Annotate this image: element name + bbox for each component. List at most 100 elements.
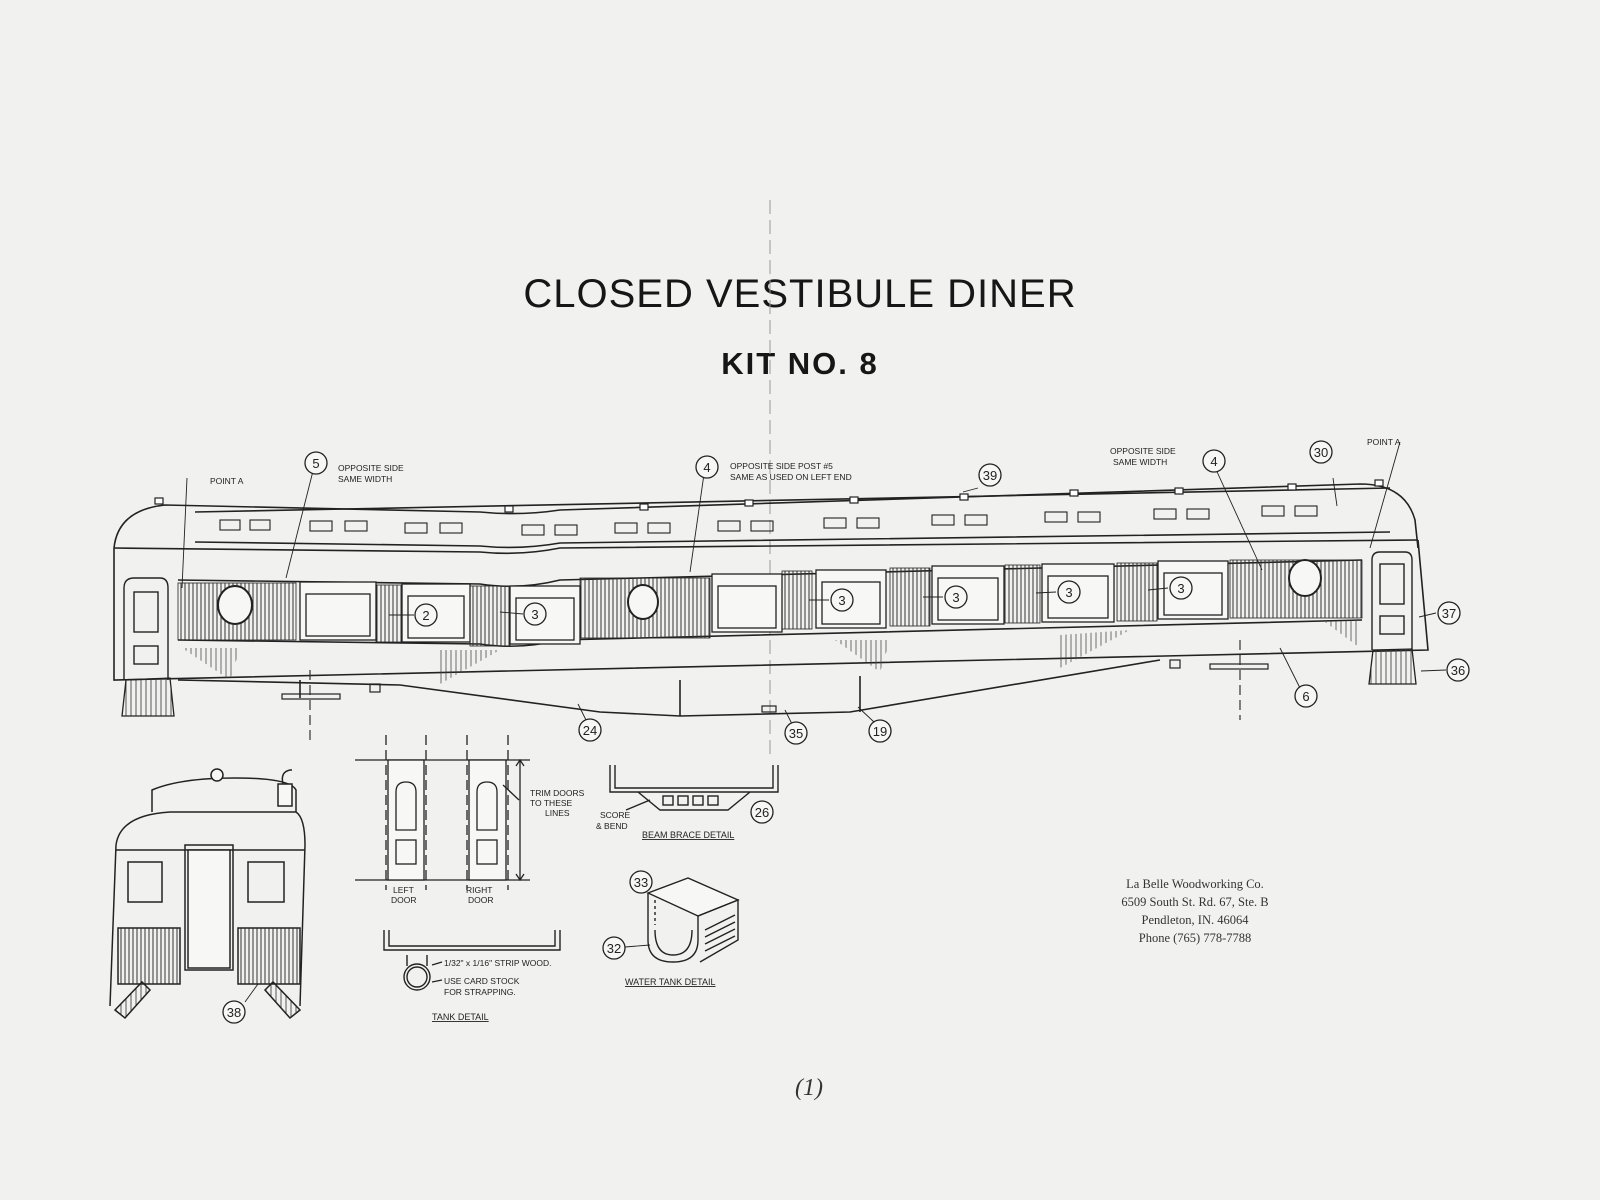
page-number: (1) <box>795 1075 823 1101</box>
callout-2: 2 <box>414 603 438 627</box>
note-5-line1: OPPOSITE SIDE <box>338 463 404 473</box>
vestibule-steps <box>121 648 1417 717</box>
company-phone: Phone (765) 778-7788 <box>1138 931 1252 945</box>
underbody-hatching <box>182 620 1360 684</box>
callout-5: 5 <box>304 451 328 475</box>
door-trim-detail <box>355 735 530 890</box>
left-door-label-2: DOOR <box>391 895 417 905</box>
svg-text:3: 3 <box>838 593 845 608</box>
note-4-center-line1: OPPOSITE SIDE POST #5 <box>730 461 833 471</box>
note-4-right-line1: OPPOSITE SIDE <box>1110 446 1176 456</box>
note-4-center-line2: SAME AS USED ON LEFT END <box>730 472 852 482</box>
callout-39: 39 <box>978 463 1002 487</box>
svg-text:4: 4 <box>1210 454 1217 469</box>
svg-text:39: 39 <box>983 468 997 483</box>
trim-note-2: TO THESE <box>530 798 573 808</box>
callout-3-a: 3 <box>523 602 547 626</box>
svg-text:19: 19 <box>873 724 887 739</box>
left-door-label-1: LEFT <box>393 885 414 895</box>
company-address-2: Pendleton, IN. 46064 <box>1141 913 1249 927</box>
tank-detail-labels: 1/32" x 1/16" STRIP WOOD. USE CARD STOCK… <box>432 958 551 1022</box>
note-4-right-line2: SAME WIDTH <box>1113 457 1167 467</box>
main-car-notes: POINT A POINT A OPPOSITE SIDE SAME WIDTH… <box>210 437 1401 486</box>
clerestory-windows <box>219 505 1318 536</box>
truck-center-lines <box>309 640 1241 744</box>
svg-text:3: 3 <box>1177 581 1184 596</box>
svg-text:3: 3 <box>531 607 538 622</box>
tank-detail-caption: TANK DETAIL <box>432 1012 489 1022</box>
callout-26: 26 <box>750 800 774 824</box>
svg-text:26: 26 <box>755 805 769 820</box>
vestibule-doors <box>123 551 1413 680</box>
water-tank-detail <box>646 877 740 963</box>
end-roof <box>115 811 306 846</box>
truss-rod <box>177 659 1161 717</box>
svg-text:32: 32 <box>607 941 621 956</box>
callout-3-e: 3 <box>1169 576 1193 600</box>
svg-text:4: 4 <box>703 460 710 475</box>
svg-text:3: 3 <box>1065 585 1072 600</box>
beam-brace-caption: BEAM BRACE DETAIL <box>642 830 734 840</box>
leader-lines <box>181 441 1447 725</box>
car-roof <box>113 483 1419 549</box>
side-windows <box>299 560 1229 645</box>
roof-vents <box>154 479 1384 513</box>
company-info: La Belle Woodworking Co. 6509 South St. … <box>1085 875 1305 947</box>
callout-3-b: 3 <box>830 588 854 612</box>
callout-32: 32 <box>602 936 651 960</box>
svg-text:37: 37 <box>1442 606 1456 621</box>
callout-30: 30 <box>1309 440 1333 464</box>
score-label-2: & BEND <box>596 821 628 831</box>
point-a-right-label: POINT A <box>1367 437 1401 447</box>
callout-38: 38 <box>222 983 259 1024</box>
company-address-1: 6509 South St. Rd. 67, Ste. B <box>1121 895 1269 909</box>
svg-text:3: 3 <box>952 590 959 605</box>
tank-detail <box>383 930 561 991</box>
svg-text:2: 2 <box>422 608 429 623</box>
truck-bolsters <box>281 659 1269 713</box>
queen-posts <box>299 676 861 716</box>
point-a-left-label: POINT A <box>210 476 244 486</box>
callout-circles: 5 4 4 39 30 2 3 3 3 3 3 37 36 6 24 35 19 <box>304 440 1470 745</box>
water-tank-labels: WATER TANK DETAIL <box>625 977 716 987</box>
svg-text:6: 6 <box>1302 689 1309 704</box>
callout-36: 36 <box>1446 658 1470 682</box>
note-5-line2: SAME WIDTH <box>338 474 392 484</box>
callout-24: 24 <box>578 718 602 742</box>
callout-3-c: 3 <box>944 585 968 609</box>
right-door-label-1: RIGHT <box>466 885 492 895</box>
right-door-label-2: DOOR <box>468 895 494 905</box>
card-stock-note-2: FOR STRAPPING. <box>444 987 516 997</box>
kit-number: KIT NO. 8 <box>721 346 879 381</box>
callout-19: 19 <box>868 719 892 743</box>
trim-note-1: TRIM DOORS <box>530 788 585 798</box>
callout-37: 37 <box>1437 601 1461 625</box>
callout-33: 33 <box>629 870 653 894</box>
clerestory-top <box>194 487 1391 513</box>
company-name: La Belle Woodworking Co. <box>1126 877 1264 891</box>
car-end-view <box>109 768 306 1020</box>
page-title: CLOSED VESTIBULE DINER <box>523 272 1077 316</box>
callout-4-center: 4 <box>695 455 719 479</box>
clerestory-bottom <box>194 531 1391 549</box>
roof-eave <box>113 539 1419 555</box>
callout-3-d: 3 <box>1057 580 1081 604</box>
car-body-outline <box>113 539 1429 681</box>
svg-text:24: 24 <box>583 723 597 738</box>
door-trim-labels: TRIM DOORS TO THESE LINES LEFT DOOR RIGH… <box>391 788 585 905</box>
callout-4-right: 4 <box>1202 449 1226 473</box>
svg-text:38: 38 <box>227 1005 241 1020</box>
water-tank-caption: WATER TANK DETAIL <box>625 977 716 987</box>
card-stock-note-1: USE CARD STOCK <box>444 976 520 986</box>
svg-text:30: 30 <box>1314 445 1328 460</box>
svg-text:36: 36 <box>1451 663 1465 678</box>
oval-windows <box>217 559 1322 625</box>
callout-35: 35 <box>784 721 808 745</box>
callout-6: 6 <box>1294 684 1318 708</box>
strip-wood-note: 1/32" x 1/16" STRIP WOOD. <box>444 958 551 968</box>
trim-note-3: LINES <box>545 808 570 818</box>
svg-text:33: 33 <box>634 875 648 890</box>
beam-brace-detail <box>609 765 779 811</box>
